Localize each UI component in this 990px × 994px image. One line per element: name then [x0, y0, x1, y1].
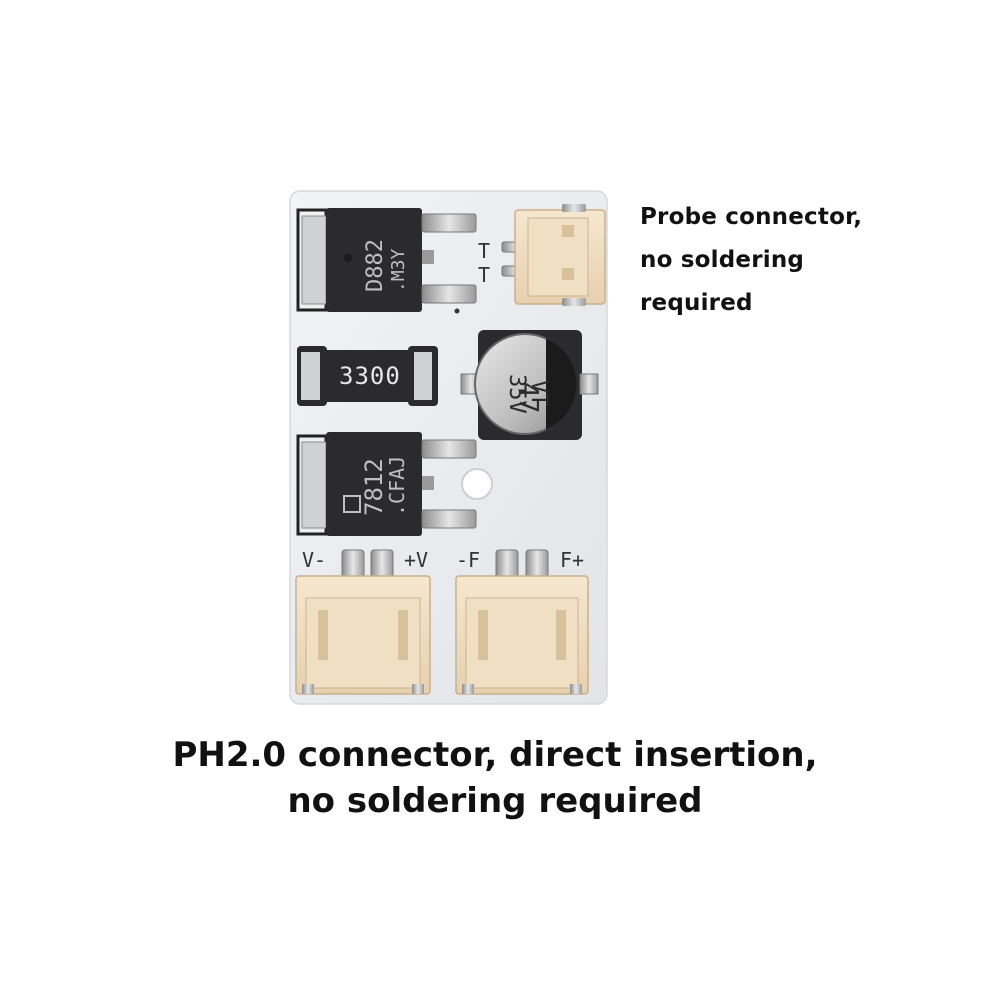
transistor-top-label: D882 [363, 239, 388, 292]
regulator-code: .CFAJ [385, 456, 409, 516]
fan-connector: -F F+ [455, 548, 589, 695]
power-neg-label: V- [302, 548, 326, 572]
transistor-top: D882 .M3Y [296, 208, 477, 314]
regulator-label: 7812 [360, 458, 388, 516]
transistor-top-code: .M3Y [388, 248, 409, 292]
probe-pin-1-label: T [478, 239, 490, 263]
ph20-connector-caption: PH2.0 connector, direct insertion, no so… [0, 732, 990, 824]
caption-line-2: no soldering required [287, 781, 703, 821]
caption-line-1: PH2.0 connector, direct insertion, [172, 735, 818, 775]
resistor-marking: 3300 [339, 362, 401, 390]
resistor: 3300 [297, 346, 438, 406]
power-connector: V- +V [295, 548, 431, 695]
capacitor: 47 35V VT [460, 330, 599, 440]
capacitor-series: VT [526, 380, 551, 407]
callout-line-2: no soldering [640, 247, 805, 273]
fan-neg-label: -F [456, 548, 480, 572]
probe-pin-2-label: T [478, 263, 490, 287]
capacitor-value: 47 [513, 382, 543, 413]
capacitor-voltage: 35V [504, 374, 529, 414]
regulator: 7812 .CFAJ [296, 432, 493, 536]
probe-connector-callout: Probe connector, no soldering required [640, 196, 862, 325]
callout-line-1: Probe connector, [640, 204, 863, 230]
power-pos-label: +V [404, 548, 428, 572]
callout-line-3: required [640, 290, 753, 316]
probe-connector [514, 204, 606, 306]
fan-pos-label: F+ [560, 548, 584, 572]
